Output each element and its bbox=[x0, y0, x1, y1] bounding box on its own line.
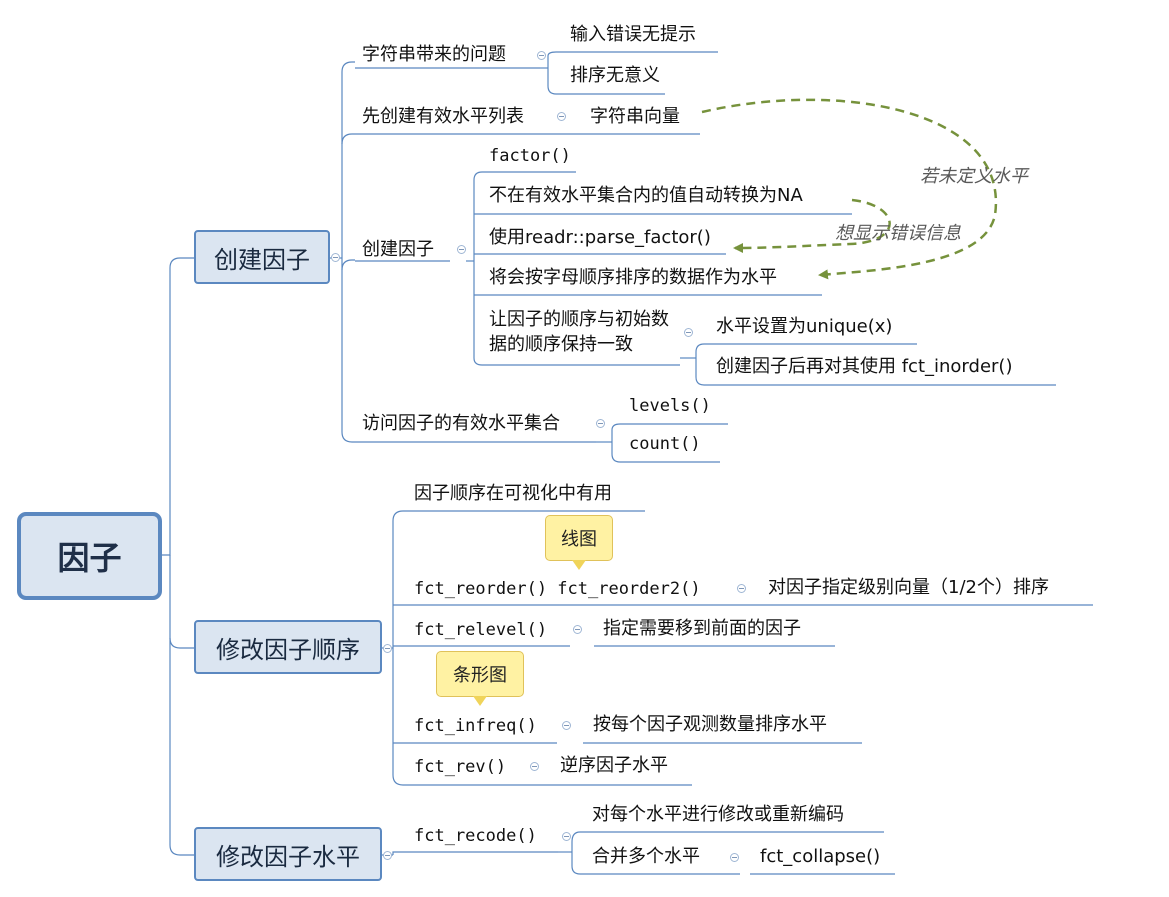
node-modify-each[interactable]: 对每个水平进行修改或重新编码 bbox=[592, 804, 844, 825]
collapse-icon[interactable] bbox=[383, 851, 392, 860]
root-topic[interactable]: 因子 bbox=[17, 512, 162, 600]
collapse-icon[interactable] bbox=[730, 853, 739, 862]
relationship-undefined-levels[interactable]: 若未定义水平 bbox=[920, 166, 1028, 187]
node-fct-inorder[interactable]: 创建因子后再对其使用 fct_inorder() bbox=[716, 356, 1013, 377]
callout-label: 条形图 bbox=[453, 665, 507, 686]
callout-label: 线图 bbox=[561, 529, 597, 550]
node-unique-levels[interactable]: 水平设置为unique(x) bbox=[716, 316, 893, 337]
topic-label: 创建因子 bbox=[214, 245, 310, 274]
node-no-error-hint[interactable]: 输入错误无提示 bbox=[570, 24, 696, 45]
node-string-problems[interactable]: 字符串带来的问题 bbox=[362, 44, 506, 65]
collapse-icon[interactable] bbox=[573, 625, 582, 634]
node-string-vector[interactable]: 字符串向量 bbox=[590, 106, 680, 127]
callout-line-chart[interactable]: 线图 bbox=[545, 515, 613, 570]
topic-create-factor[interactable]: 创建因子 bbox=[194, 230, 330, 284]
node-create-levels[interactable]: 先创建有效水平列表 bbox=[362, 106, 524, 127]
collapse-icon[interactable] bbox=[557, 112, 566, 121]
node-rev-desc[interactable]: 逆序因子水平 bbox=[560, 755, 668, 776]
topic-label: 修改因子顺序 bbox=[216, 635, 360, 664]
callout-bar-chart[interactable]: 条形图 bbox=[436, 651, 524, 706]
node-fct-infreq[interactable]: fct_infreq() bbox=[414, 716, 537, 736]
node-keep-order[interactable]: 让因子的顺序与初始数据的顺序保持一致 bbox=[489, 309, 669, 355]
node-parse-factor[interactable]: 使用readr::parse_factor() bbox=[489, 227, 711, 248]
topic-change-levels[interactable]: 修改因子水平 bbox=[194, 827, 382, 881]
node-fct-relevel[interactable]: fct_relevel() bbox=[414, 620, 548, 640]
collapse-icon[interactable] bbox=[737, 584, 746, 593]
collapse-icon[interactable] bbox=[562, 721, 571, 730]
node-count-fn[interactable]: count() bbox=[629, 434, 701, 454]
collapse-icon[interactable] bbox=[562, 832, 571, 841]
node-infreq-desc[interactable]: 按每个因子观测数量排序水平 bbox=[593, 714, 827, 735]
root-label: 因子 bbox=[57, 539, 122, 577]
collapse-icon[interactable] bbox=[457, 245, 466, 254]
collapse-icon[interactable] bbox=[537, 51, 546, 60]
node-fct-recode[interactable]: fct_recode() bbox=[414, 826, 537, 846]
collapse-icon[interactable] bbox=[684, 328, 693, 337]
collapse-icon[interactable] bbox=[383, 644, 392, 653]
collapse-icon[interactable] bbox=[596, 419, 605, 428]
node-merge-levels[interactable]: 合并多个水平 bbox=[592, 846, 700, 867]
topic-change-order[interactable]: 修改因子顺序 bbox=[194, 620, 382, 674]
node-sort-meaningless[interactable]: 排序无意义 bbox=[570, 65, 660, 86]
node-relevel-desc[interactable]: 指定需要移到前面的因子 bbox=[603, 618, 801, 639]
node-fct-reorder[interactable]: fct_reorder() fct_reorder2() bbox=[414, 579, 701, 599]
node-alpha-levels[interactable]: 将会按字母顺序排序的数据作为水平 bbox=[489, 267, 777, 288]
relationship-show-errors[interactable]: 想显示错误信息 bbox=[835, 223, 961, 244]
collapse-icon[interactable] bbox=[530, 762, 539, 771]
node-levels-fn[interactable]: levels() bbox=[629, 396, 711, 416]
node-auto-na[interactable]: 不在有效水平集合内的值自动转换为NA bbox=[489, 185, 803, 206]
node-reorder-desc[interactable]: 对因子指定级别向量（1/2个）排序 bbox=[768, 577, 1049, 598]
collapse-icon[interactable] bbox=[331, 253, 340, 262]
node-factor-fn[interactable]: factor() bbox=[489, 146, 571, 166]
node-viz-useful[interactable]: 因子顺序在可视化中有用 bbox=[414, 483, 612, 504]
node-create-factor[interactable]: 创建因子 bbox=[362, 239, 434, 260]
node-fct-collapse[interactable]: fct_collapse() bbox=[760, 846, 881, 867]
node-access-levels[interactable]: 访问因子的有效水平集合 bbox=[362, 413, 560, 434]
topic-label: 修改因子水平 bbox=[216, 842, 360, 871]
node-fct-rev[interactable]: fct_rev() bbox=[414, 757, 507, 777]
